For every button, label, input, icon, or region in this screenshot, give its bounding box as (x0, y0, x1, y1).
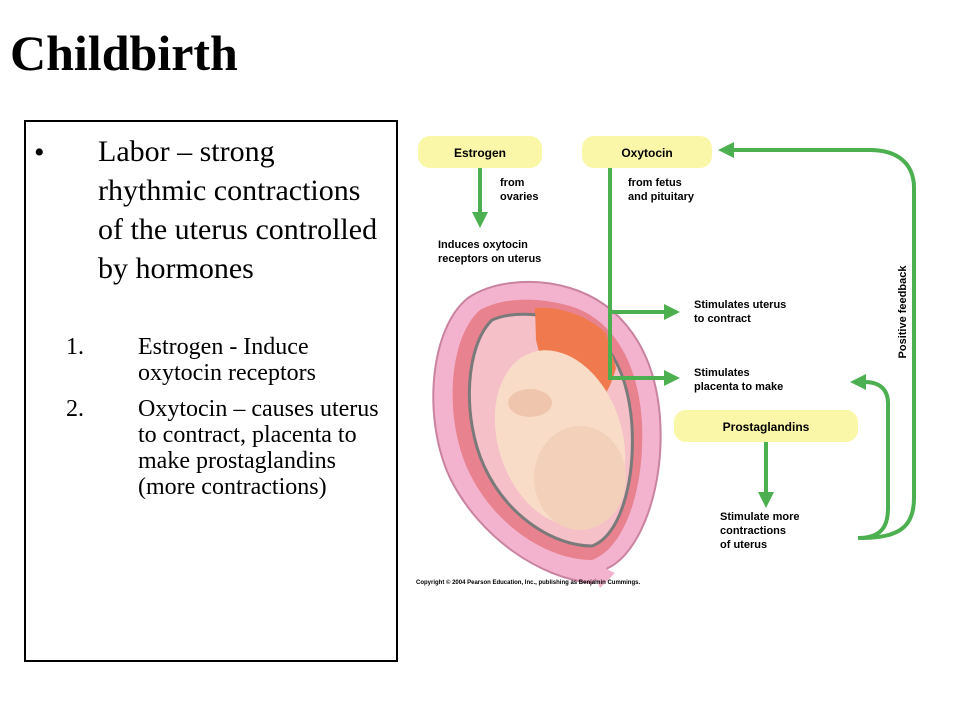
oxytocin-box (582, 136, 712, 168)
oxytocin-placenta-arrow (608, 312, 680, 386)
diagram-svg: Estrogen Oxytocin Prostaglandins from ov… (416, 136, 916, 588)
positive-feedback-label: Positive feedback (897, 265, 909, 359)
hormone-feedback-diagram: Estrogen Oxytocin Prostaglandins from ov… (410, 128, 950, 598)
stimulates-uterus-label: to contract (694, 313, 751, 325)
sub-point-text: Estrogen - Induce oxytocin receptors (138, 334, 316, 386)
induces-receptors-label: Induces oxytocin (438, 239, 528, 251)
copyright-note: Copyright © 2004 Pearson Education, Inc.… (416, 579, 640, 586)
prostaglandins-box-label: Prostaglandins (723, 420, 810, 434)
sub-point-number: 1. (66, 334, 84, 360)
sub-point-oxytocin: 2. Oxytocin – causes uterus to contract,… (66, 396, 396, 500)
induces-receptors-label: receptors on uterus (438, 253, 541, 265)
main-point: Labor – strong rhythmic contractions of … (98, 135, 378, 285)
fetus-head (534, 426, 626, 530)
stimulate-more-label: Stimulate more (720, 511, 799, 523)
estrogen-box (418, 136, 542, 168)
stimulate-more-label: of uterus (720, 539, 767, 551)
feedback-to-oxytocin-arrow (718, 142, 916, 540)
slide-title: Childbirth (10, 25, 238, 81)
oxytocin-uterus-arrow (608, 168, 680, 320)
feedback-to-placenta-arrow (850, 374, 890, 540)
from-ovaries-label: from (500, 177, 525, 189)
sub-point-list: 1. Estrogen - Induce oxytocin receptors … (66, 334, 396, 510)
from-fetus-label: from fetus (628, 177, 682, 189)
stimulates-placenta-label: placenta to make (694, 381, 783, 393)
uterus-illustration (432, 280, 662, 588)
sub-point-estrogen: 1. Estrogen - Induce oxytocin receptors (66, 334, 396, 386)
estrogen-box-label: Estrogen (454, 146, 506, 160)
fetus-arm (508, 389, 552, 417)
sub-point-number: 2. (66, 396, 84, 422)
sub-point-text: Oxytocin – causes uterus to contract, pl… (138, 396, 379, 500)
arrows (472, 142, 916, 540)
from-ovaries-label: ovaries (500, 191, 539, 203)
text-box: • Labor – strong rhythmic contractions o… (24, 120, 398, 662)
oxytocin-box-label: Oxytocin (621, 146, 672, 160)
cervix (588, 560, 615, 588)
stimulates-uterus-label: Stimulates uterus (694, 299, 786, 311)
from-fetus-label: and pituitary (628, 191, 695, 203)
stimulates-placenta-label: Stimulates (694, 367, 750, 379)
prostaglandins-box (674, 410, 858, 442)
stimulate-more-label: contractions (720, 525, 786, 537)
bullet-marker: • (34, 136, 45, 169)
